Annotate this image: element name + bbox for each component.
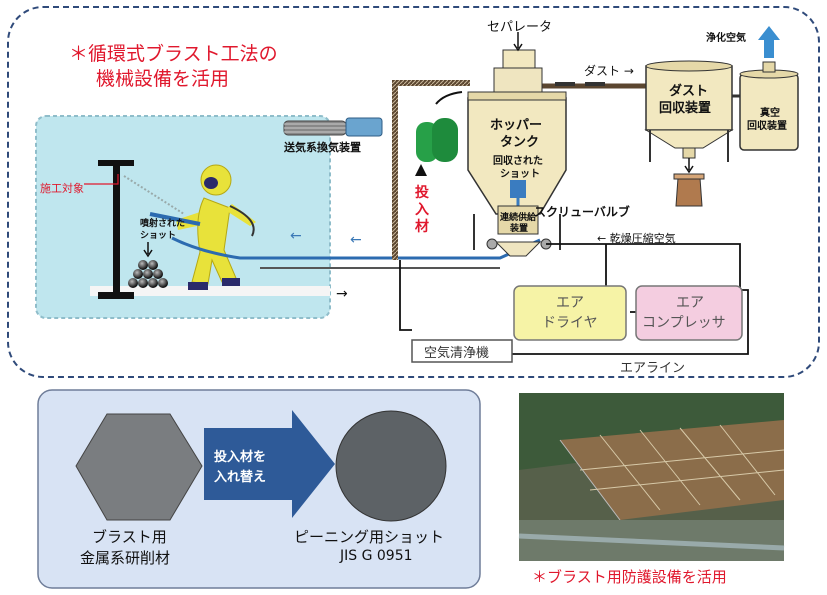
air-line-label: エアライン <box>620 361 686 376</box>
media-label-1: 投 <box>415 185 429 201</box>
steel-beam-target <box>98 160 134 299</box>
vacuum-label-2: 回収装置 <box>747 121 787 132</box>
sprayed-shot-label-1: 噴射された <box>140 219 186 229</box>
hopper-label-2: タンク <box>500 135 540 150</box>
separator-label: セパレータ <box>487 20 553 35</box>
shot-down-arrow <box>143 242 153 258</box>
title-line2: 機械設備を活用 <box>96 68 230 90</box>
screw-valve-label: スクリューバルブ <box>534 205 630 219</box>
air-cleaner-label: 空気清浄機 <box>424 346 490 361</box>
air-cleaner <box>411 339 513 363</box>
separator-box <box>502 49 536 69</box>
shot-caption-2: JIS G 0951 <box>340 548 413 564</box>
compressor-label-2: コンプレッサ <box>642 315 726 331</box>
air-dryer <box>513 285 627 341</box>
dust-collector-label-1: ダスト <box>669 84 709 99</box>
floor <box>90 286 330 296</box>
compressor-label-1: エア <box>676 295 704 311</box>
clean-air-arrow <box>758 26 780 58</box>
dust-duct <box>392 80 398 260</box>
photo-caption: ＊ブラスト用防護設備を活用 <box>532 568 727 586</box>
recovered-shot-chute <box>510 180 526 198</box>
svg-text:←: ← <box>290 228 302 244</box>
feeder-label-2: 装置 <box>510 224 529 234</box>
grit-caption-2: 金属系研削材 <box>80 549 171 567</box>
worker-figure <box>149 164 256 290</box>
air-dryer-label-2: ドライヤ <box>542 315 598 331</box>
target-pointer <box>84 174 119 185</box>
hopper-label-1: ホッパー <box>490 118 543 133</box>
supply-hose <box>171 236 541 260</box>
shot-circle <box>335 410 447 522</box>
dry-air-label: ← 乾燥圧縮空気 <box>597 232 676 245</box>
air-dryer-label-1: エア <box>556 295 584 311</box>
swap-text-1: 投入材を <box>214 450 267 465</box>
media-bags <box>416 118 458 162</box>
media-label-3: 材 <box>415 219 429 235</box>
recovered-shot-label-1: 回収された <box>493 156 543 167</box>
swap-arrow <box>204 410 335 518</box>
protection-photo <box>518 393 785 561</box>
media-label-2: 入 <box>415 202 429 218</box>
feeder-label-1: 連続供給 <box>500 213 537 223</box>
shot-pile <box>128 260 168 288</box>
recovered-shot-label-2: ショット <box>500 169 540 180</box>
sprayed-shot-label-2: ショット <box>140 231 177 241</box>
clean-air-label: 浄化空気 <box>706 33 746 44</box>
swap-text-2: 入れ替え <box>214 470 267 485</box>
shot-caption-1: ピーニング用ショット <box>294 528 445 546</box>
svg-text:→: → <box>336 286 348 302</box>
dust-collector <box>644 60 734 174</box>
dust-collector-label-2: 回収装置 <box>659 101 712 116</box>
ventilation-label: 送気系換気装置 <box>284 141 361 154</box>
feeder-box <box>497 205 539 235</box>
target-label: 施工対象 <box>40 182 84 195</box>
dust-bin <box>675 177 703 207</box>
system-frame <box>7 6 820 378</box>
air-compressor <box>635 285 743 341</box>
vacuum-label-1: 真空 <box>760 108 780 119</box>
vacuum-collector <box>739 61 799 151</box>
title-line1: ＊循環式ブラスト工法の <box>69 43 278 65</box>
grit-caption-1: ブラスト用 <box>92 528 167 546</box>
work-area <box>35 115 331 319</box>
grit-hexagon <box>76 414 202 520</box>
media-arrow <box>415 164 427 176</box>
svg-text:←: ← <box>350 232 362 248</box>
dust-label: ダスト → <box>584 64 634 78</box>
